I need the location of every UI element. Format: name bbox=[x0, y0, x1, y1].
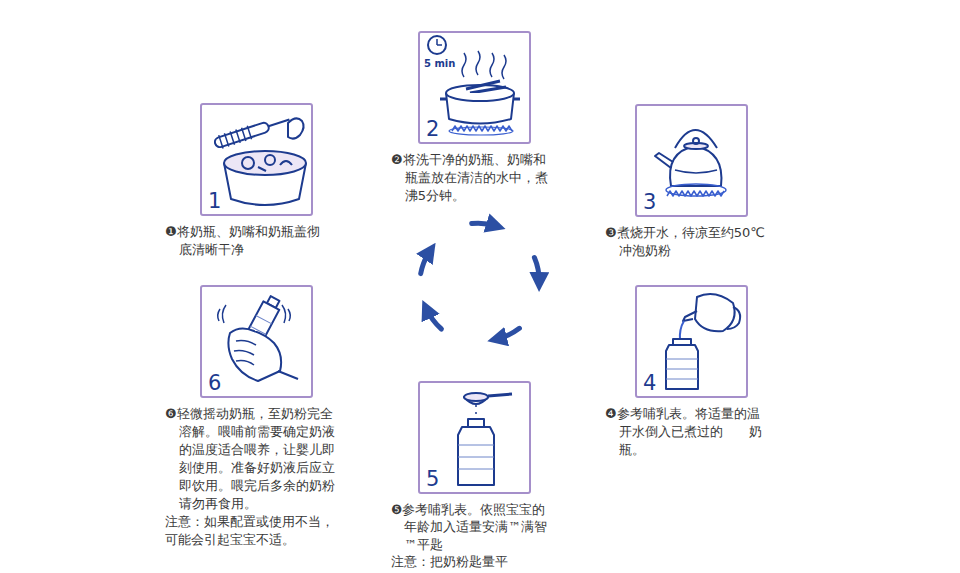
cycle-arrows bbox=[421, 223, 540, 339]
scoop-illustration bbox=[458, 393, 512, 485]
step-number: 6 bbox=[208, 372, 221, 395]
step-caption: ❻轻微摇动奶瓶，至奶粉完全溶解。喂哺前需要确定奶液的温度适合喂养，让婴儿即刻使用… bbox=[165, 405, 342, 549]
step-caption: ❶将奶瓶、奶嘴和奶瓶盖彻底清晰干净 bbox=[165, 223, 329, 259]
step-number: 4 bbox=[643, 372, 656, 395]
pour-illustration bbox=[666, 294, 740, 389]
step-box: 6❻轻微摇动奶瓶，至奶粉完全溶解。喂哺前需要确定奶液的温度适合喂养，让婴儿即刻使… bbox=[200, 285, 313, 398]
step-box: 3❸煮烧开水，待凉至约50℃冲泡奶粉 bbox=[635, 104, 748, 217]
shake-illustration bbox=[218, 294, 298, 381]
step-caption: ❸煮烧开水，待凉至约50℃冲泡奶粉 bbox=[605, 224, 769, 260]
timer-label: 5 min bbox=[424, 59, 455, 69]
step-instruction: ❻轻微摇动奶瓶，至奶粉完全溶解。喂哺前需要确定奶液的温度适合喂养，让婴儿即刻使用… bbox=[165, 405, 342, 513]
step-number: 2 bbox=[426, 118, 439, 141]
step-instruction: ❺参考哺乳表。依照宝宝的年龄加入适量安满™满智™平匙 bbox=[391, 501, 550, 553]
step-number: 3 bbox=[643, 191, 656, 214]
wash-illustration bbox=[213, 113, 306, 205]
step-box: 4❹参考哺乳表。将适量的温开水倒入已煮过的 奶瓶。 bbox=[635, 285, 748, 398]
step-caption: ❷将洗干净的奶瓶、奶嘴和瓶盖放在清洁的水中，煮沸5分钟。 bbox=[391, 151, 555, 205]
kettle-illustration bbox=[655, 130, 726, 196]
step-number: 1 bbox=[208, 190, 221, 213]
step-instruction: ❷将洗干净的奶瓶、奶嘴和瓶盖放在清洁的水中，煮沸5分钟。 bbox=[391, 151, 555, 205]
boil-illustration bbox=[428, 36, 520, 135]
step-caption: ❹参考哺乳表。将适量的温开水倒入已煮过的 奶瓶。 bbox=[605, 405, 769, 459]
step-instruction: ❸煮烧开水，待凉至约50℃冲泡奶粉 bbox=[605, 224, 769, 260]
step-box: 1❶将奶瓶、奶嘴和奶瓶盖彻底清晰干净 bbox=[200, 103, 313, 216]
step-note: 注意：如果配置或使用不当，可能会引起宝宝不适。 bbox=[165, 513, 342, 549]
step-instruction: ❹参考哺乳表。将适量的温开水倒入已煮过的 奶瓶。 bbox=[605, 405, 769, 459]
step-instruction: ❶将奶瓶、奶嘴和奶瓶盖彻底清晰干净 bbox=[165, 223, 329, 259]
step-box: 5❺参考哺乳表。依照宝宝的年龄加入适量安满™满智™平匙注意：把奶粉匙量平 bbox=[418, 381, 531, 494]
step-number: 5 bbox=[426, 468, 439, 491]
step-caption: ❺参考哺乳表。依照宝宝的年龄加入适量安满™满智™平匙注意：把奶粉匙量平 bbox=[391, 501, 550, 571]
step-box: 2❷将洗干净的奶瓶、奶嘴和瓶盖放在清洁的水中，煮沸5分钟。5 min bbox=[418, 31, 531, 144]
step-note: 注意：把奶粉匙量平 bbox=[391, 553, 550, 570]
